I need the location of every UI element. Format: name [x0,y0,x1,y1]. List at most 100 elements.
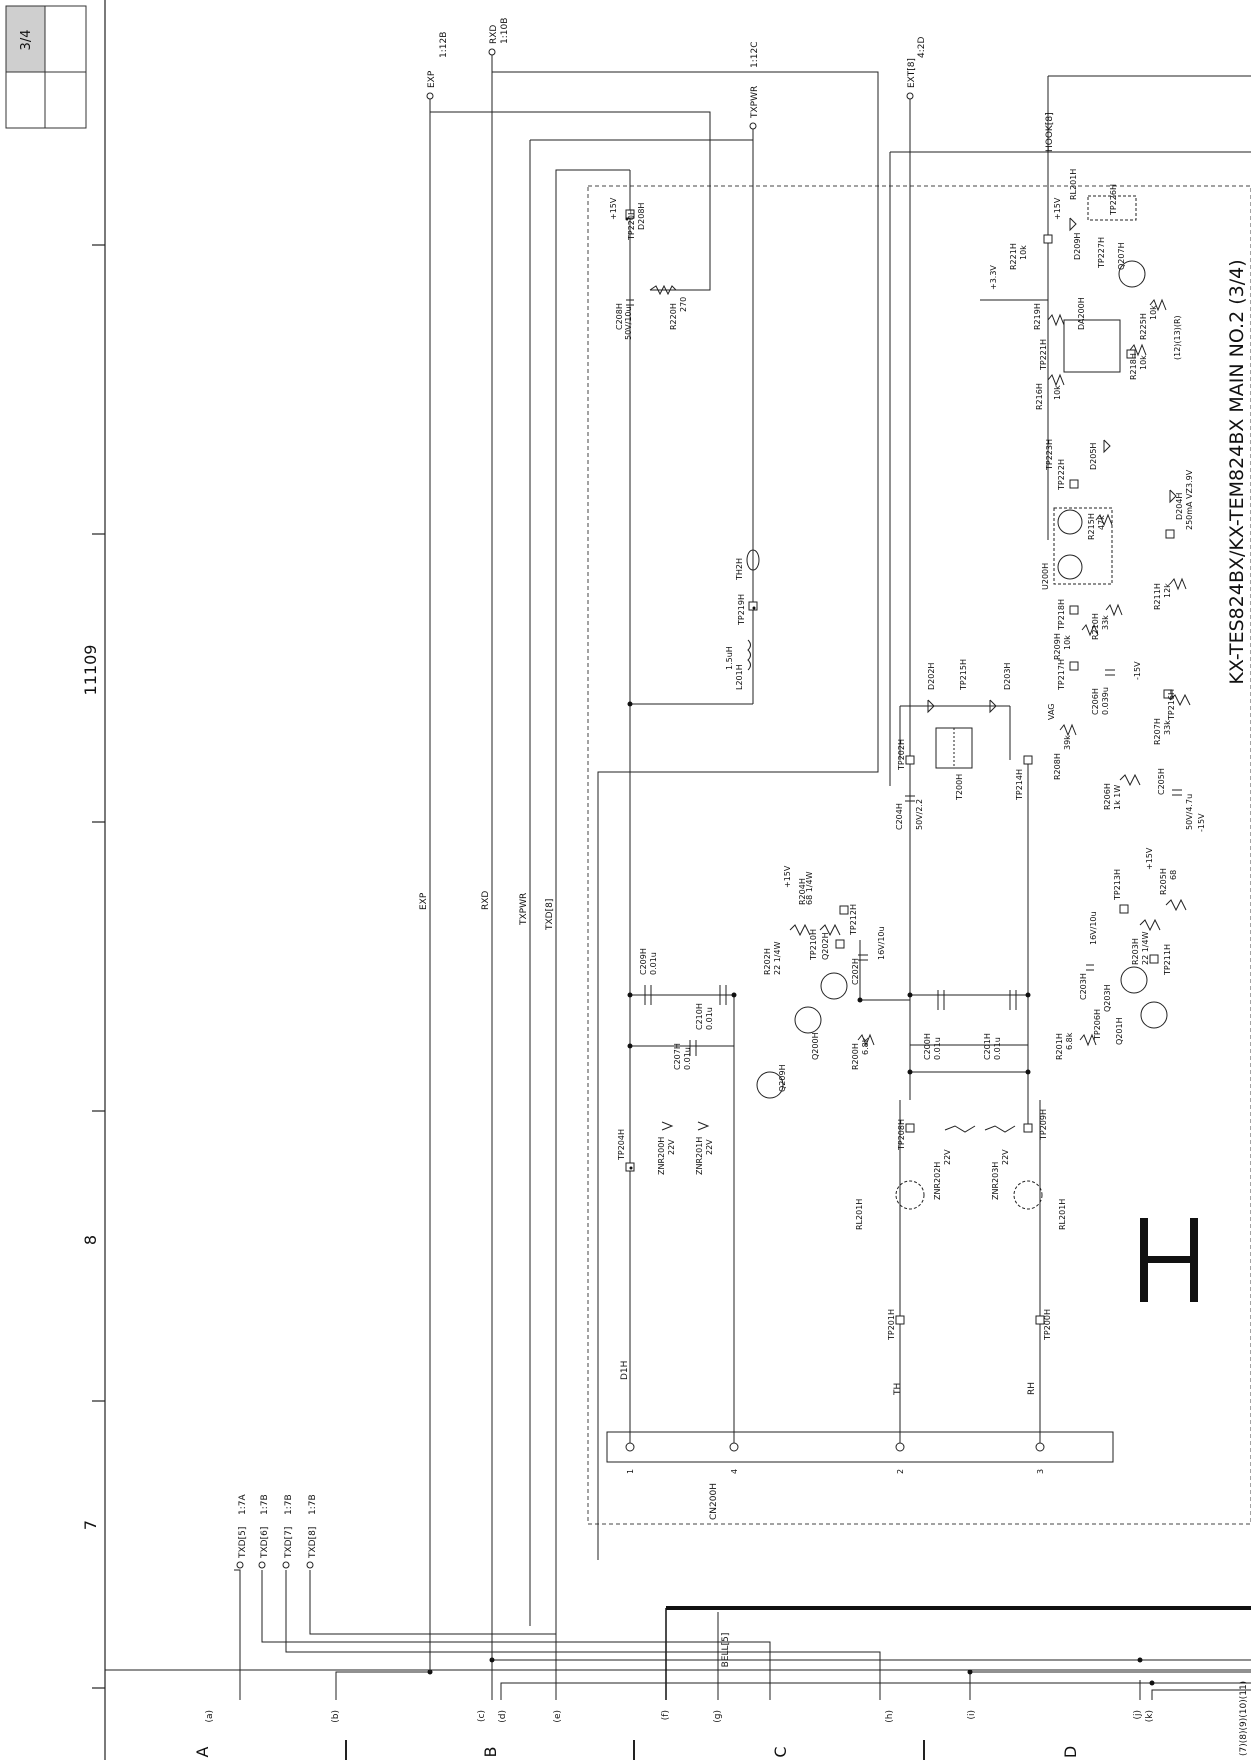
port-txpwr: TXPWR [750,86,760,119]
tp208h: TP208H [897,1119,906,1151]
c207h-value: 0.01u [683,1047,692,1070]
c209h-value: 0.01u [649,952,658,975]
grid-col-8: 8 [81,1235,100,1245]
r209h: R209H [1053,633,1062,660]
tp222h: TP222H [1057,459,1066,491]
m15v-a: -15V [1197,813,1206,832]
tp211h: TP211H [1163,944,1172,976]
u200h: U200H [1041,563,1050,590]
connector-cn200h: 1 4 2 3 CN200H [606,1431,1114,1520]
bus-numbers: (7)(8)(9)(10)(11) [1239,1681,1249,1756]
port-txd8: TXD[8] [308,1527,318,1559]
r208h-value: 39k [1063,735,1072,750]
q202h: Q202H [821,932,830,960]
r209h-value: 10k [1063,635,1072,650]
tp227h: TP227H [1097,237,1106,269]
l201h-value: 1.5uH [725,646,734,670]
section-letter-h: H [0,0,1198,1302]
port-txd7: TXD[7] [284,1527,294,1559]
tp214h: TP214H [1015,769,1024,801]
c203h-value: 16V/10u [1089,911,1098,945]
sheet-number: 11109 [81,645,100,696]
c204h: C204H [895,803,904,830]
grid-row-c: C [771,1746,790,1757]
c204h-value: 50V/2.2 [915,799,924,830]
bus-c: (c) [477,1710,487,1722]
tp217h: TP217H [1057,659,1066,691]
port-ext8: EXT[8] [907,58,917,88]
page-number: 3/4 [19,30,34,51]
r219h: R219H [1033,303,1042,330]
grid-row-d: D [1061,1746,1080,1758]
tp209h: TP209H [1039,1109,1048,1141]
c208h: C208H [615,303,624,330]
q209h: Q209H [778,1064,787,1092]
grid-col-7: 7 [81,1520,100,1530]
svg-text:4: 4 [730,1469,739,1474]
port-txd7-ref: 1:7B [284,1494,294,1515]
r221h-value: 10k [1019,245,1028,260]
tp226h: TP226H [1109,184,1118,216]
port-txd8-ref: 1:7B [308,1494,318,1515]
p33v: +3.3V [989,265,998,290]
c209h: C209H [639,948,648,975]
r207h-value: 33k [1163,720,1172,735]
r206h-value: 1k 1W [1113,785,1122,810]
port-txd6-ref: 1:7B [260,1494,270,1515]
net-txpwr: TXPWR [519,893,529,926]
q207h: Q207H [1117,242,1126,270]
svg-text:H: H [0,0,1,1]
port-txd5: TXD[5] [238,1527,248,1559]
tp218h: TP218H [1057,599,1066,631]
r201h: R201H [1055,1033,1064,1060]
r220h-value: 270 [679,297,688,312]
q201h: Q201H [1115,1017,1124,1045]
r200h-value: 6.8k [861,1037,870,1055]
bus-g: (g) [713,1710,723,1723]
port-rxd: RXD [489,25,499,44]
c207h: C207H [673,1043,682,1070]
pin-hint: (12)(13)(R) [1173,315,1182,360]
c200h-value: 0.01u [933,1037,942,1060]
tp216h: TP216H [1167,689,1176,721]
net-txd8: TXD[8] [545,899,555,931]
connector-ref: CN200H [709,1483,719,1520]
r218h-value: 10k [1139,355,1148,370]
r220h: R220H [669,303,678,330]
r211h-value: 12k [1163,583,1172,598]
r210h-value: 33k [1101,615,1110,630]
port-hook8: HOOK[8] [1045,112,1055,152]
bus-j: (j) [1133,1710,1143,1720]
c206h: C206H [1091,688,1100,715]
r210h: R210H [1091,613,1100,640]
r201h-value: 6.8k [1065,1032,1074,1050]
vag: VAG [1047,704,1056,721]
d203h: D203H [1003,663,1012,690]
znr203h: ZNR203H [991,1162,1000,1200]
bus-e: (e) [553,1710,563,1723]
r215h-value: 47k [1097,515,1106,530]
net-rxd: RXD [481,891,491,910]
tp215h: TP215H [959,659,968,691]
port-txd6: TXD[6] [260,1527,270,1559]
net-rh: RH [1027,1382,1037,1395]
r204h: R204H [798,878,807,905]
port-rxd-ref: 1:10B [500,18,510,44]
c205h-value: 50V/4.7u [1185,794,1194,830]
grid-row-a: A [193,1746,212,1757]
tp221h: TP221H [1039,339,1048,371]
bus-i: (i) [967,1710,977,1720]
r207h: R207H [1153,718,1162,745]
tp212h: TP212H [849,904,858,936]
tp219h: TP219H [737,594,746,626]
p15v-a: +15V [609,197,618,220]
port-txd5-ref: 1:7A [238,1494,248,1515]
r208h: R208H [1053,753,1062,780]
r206h: R206H [1103,783,1112,810]
znr203h-value: 22V [1001,1149,1010,1165]
r203h-value: 22 1/4W [1141,931,1150,965]
znr202h-value: 22V [943,1149,952,1165]
r216h: R216H [1035,383,1044,410]
bus-k: (k) [1145,1710,1155,1722]
d205h: D205H [1089,443,1098,470]
